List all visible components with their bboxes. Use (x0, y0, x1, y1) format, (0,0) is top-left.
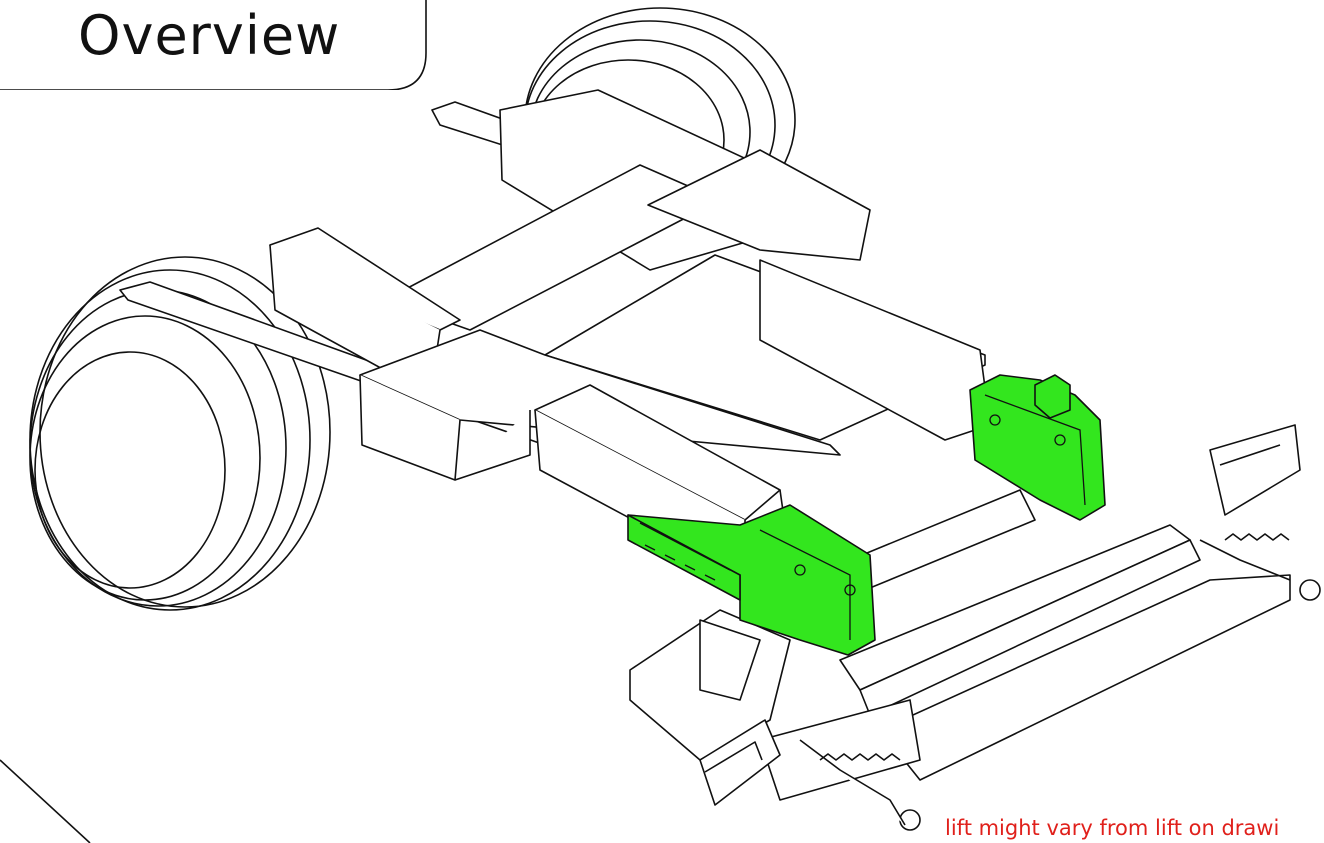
front-axle (839, 489, 1291, 781)
front-suspension (629, 539, 1321, 831)
bracket-right (969, 374, 1106, 521)
coil-springs (819, 533, 1290, 761)
highlight-brackets (627, 374, 1106, 656)
drawing-note: lift might vary from lift on drawi (945, 816, 1280, 840)
hub-plate-right (1209, 424, 1301, 516)
frame-corner-line (0, 759, 91, 843)
title-tab (0, 0, 427, 90)
hub-plate-left (699, 719, 781, 806)
page-title: Overview (78, 4, 341, 67)
bracket-right-tab (1034, 374, 1071, 419)
